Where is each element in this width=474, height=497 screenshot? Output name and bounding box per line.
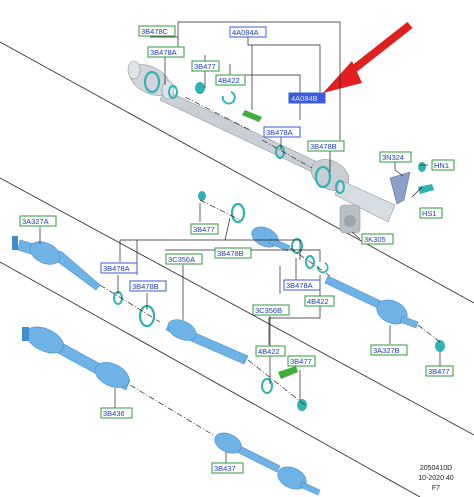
svg-text:3C356B: 3C356B <box>255 306 282 315</box>
svg-text:3A327B: 3A327B <box>373 346 400 355</box>
part-label-3k305[interactable]: 3K305 <box>361 233 394 245</box>
reference-page: F7 <box>431 485 441 492</box>
svg-text:3C356A: 3C356A <box>168 255 195 264</box>
reference-code: 2050410D <box>419 465 453 472</box>
svg-text:3B477: 3B477 <box>428 367 450 376</box>
part-label-4a084b-highlighted[interactable]: 4A084B <box>288 92 326 104</box>
part-label-4a084a[interactable]: 4A084A <box>229 26 267 38</box>
svg-text:3B436: 3B436 <box>103 409 125 418</box>
section-border-bottom <box>0 261 421 497</box>
svg-text:3B478A: 3B478A <box>103 264 130 273</box>
part-label-hs1[interactable]: HS1 <box>419 207 443 219</box>
part-label-3b478c[interactable]: 3B478C <box>138 25 176 37</box>
upper-driveshaft <box>127 60 411 234</box>
part-label-3b478a[interactable]: 3B478A <box>147 46 185 58</box>
bottom-long-shaft <box>22 326 131 391</box>
leader-lines <box>39 21 441 464</box>
svg-text:3N324: 3N324 <box>382 153 404 162</box>
svg-text:3B477: 3B477 <box>290 357 312 366</box>
highlight-arrow-icon <box>323 21 413 93</box>
svg-text:4B422: 4B422 <box>218 76 240 85</box>
part-label-3b478b[interactable]: 3B478B <box>307 140 345 152</box>
svg-text:4A084A: 4A084A <box>232 28 259 37</box>
svg-text:3B478A: 3B478A <box>150 48 177 57</box>
part-label-4b422[interactable]: 4B422 <box>255 345 286 357</box>
svg-text:HS1: HS1 <box>422 209 437 218</box>
svg-text:4B422: 4B422 <box>307 297 329 306</box>
svg-text:3B437: 3B437 <box>214 464 236 473</box>
part-label-3b478b[interactable]: 3B478B <box>214 247 252 259</box>
part-label-3b436[interactable]: 3B436 <box>100 407 133 419</box>
part-label-4b422[interactable]: 4B422 <box>304 295 335 307</box>
part-label-3b477[interactable]: 3B477 <box>287 355 316 367</box>
part-label-3c356a[interactable]: 3C356A <box>165 253 203 265</box>
part-label-3b437[interactable]: 3B437 <box>211 462 244 474</box>
part-label-3b478b[interactable]: 3B478B <box>129 280 167 292</box>
svg-text:4A084B: 4A084B <box>291 94 318 103</box>
svg-text:3B477: 3B477 <box>194 62 216 71</box>
middle-center-shaft <box>165 226 291 365</box>
svg-text:3B478A: 3B478A <box>266 128 293 137</box>
bottom-short-shaft <box>214 432 321 496</box>
svg-text:HN1: HN1 <box>434 161 449 170</box>
axis-dash-lines <box>99 96 441 437</box>
grease-pack-upper <box>242 110 262 122</box>
part-label-hn1[interactable]: HN1 <box>431 159 455 171</box>
part-label-3b478a[interactable]: 3B478A <box>263 126 301 138</box>
svg-text:3A327A: 3A327A <box>22 217 49 226</box>
svg-text:4B422: 4B422 <box>258 347 280 356</box>
part-label-3c356b[interactable]: 3C356B <box>252 304 290 316</box>
middle-right-shaft <box>324 275 419 329</box>
svg-text:3B478B: 3B478B <box>217 249 244 258</box>
svg-text:3B478C: 3B478C <box>141 27 169 36</box>
svg-text:3B477: 3B477 <box>193 225 215 234</box>
part-label-3b477[interactable]: 3B477 <box>191 60 220 72</box>
svg-text:3K305: 3K305 <box>364 235 386 244</box>
reference-date: 10-2020 40 <box>418 475 454 482</box>
section-border-middle <box>0 177 474 436</box>
middle-left-shaft <box>12 236 101 291</box>
part-label-4b422[interactable]: 4B422 <box>215 74 246 86</box>
svg-text:3B478B: 3B478B <box>132 282 159 291</box>
part-label-3b477[interactable]: 3B477 <box>425 365 454 377</box>
part-label-3b478a[interactable]: 3B478A <box>100 262 138 274</box>
grease-pack-lower <box>278 366 298 379</box>
part-label-3b478a[interactable]: 3B478A <box>283 279 321 291</box>
part-label-3n324[interactable]: 3N324 <box>379 151 412 163</box>
upper-clamp-rings <box>143 70 434 194</box>
svg-text:3B478B: 3B478B <box>310 142 337 151</box>
section-border-top <box>0 41 474 304</box>
middle-clamp-rings <box>113 191 445 411</box>
svg-text:3B478A: 3B478A <box>286 281 313 290</box>
part-label-3a327b[interactable]: 3A327B <box>370 344 408 356</box>
part-label-3a327a[interactable]: 3A327A <box>19 215 57 227</box>
part-label-3b477[interactable]: 3B477 <box>190 223 219 235</box>
